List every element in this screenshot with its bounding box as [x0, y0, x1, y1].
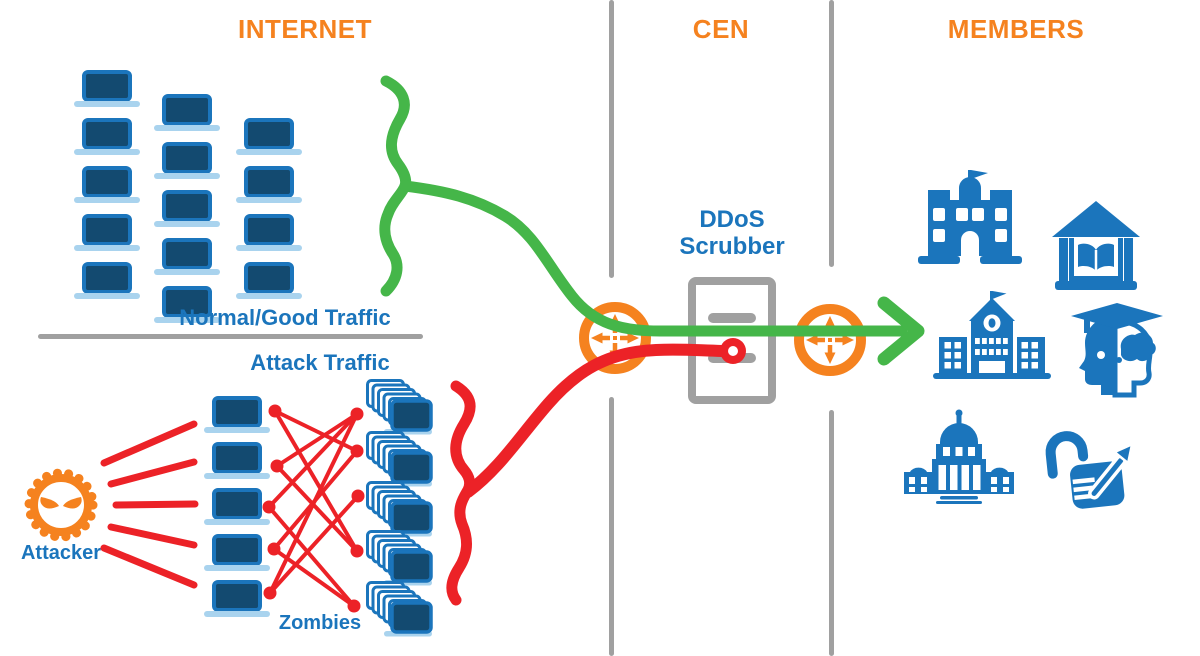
laptop-icon [236, 262, 302, 300]
attacker-left-eye [40, 497, 59, 509]
laptop-icon [154, 94, 220, 132]
school-building-icon [918, 170, 1022, 264]
zone-title-internet: INTERNET [238, 14, 372, 44]
divider-cen-members-top [829, 0, 834, 267]
router-icon-member-edge [799, 309, 861, 371]
attacker-icon [24, 468, 98, 542]
capitol-building-icon [904, 409, 1014, 504]
laptop-icon [74, 214, 140, 252]
laptop-icon [204, 580, 270, 618]
unlocked-padlock-icon [1045, 431, 1133, 509]
laptop-icon [74, 262, 140, 300]
laptop-icon [204, 442, 270, 480]
botnet-mesh-nodes [262, 404, 365, 613]
divider-cen-members-bottom [829, 410, 834, 656]
attack-traffic-line [462, 343, 728, 498]
divider-internet-cen-bottom [609, 397, 614, 656]
laptop-icon [154, 190, 220, 228]
laptop-icon [74, 166, 140, 204]
attacker-command-lines [100, 420, 199, 589]
scrubber-slot [708, 313, 756, 323]
laptop-icon [236, 166, 302, 204]
traffic-separator-line [38, 334, 423, 339]
zombies-label: Zombies [278, 612, 362, 634]
good-traffic-arrowhead [877, 296, 925, 366]
normal-traffic-label: Normal/Good Traffic [179, 305, 391, 330]
attack-traffic-label: Attack Traffic [250, 350, 390, 375]
laptop-icon [74, 118, 140, 156]
good-traffic-line [399, 180, 908, 337]
attacker-right-eye [63, 497, 82, 509]
laptop-icon [204, 396, 270, 434]
zone-title-members: MEMBERS [947, 14, 1085, 44]
laptop-icon [154, 286, 220, 324]
laptop-icon [236, 214, 302, 252]
library-icon [1052, 201, 1140, 290]
ddos-scrubber-label: DDoS Scrubber [679, 206, 785, 260]
laptop-icon [204, 488, 270, 526]
laptop-icon [74, 70, 140, 108]
attacker-label: Attacker [20, 542, 102, 564]
laptop-icon [236, 118, 302, 156]
zone-title-cen: CEN [692, 14, 750, 44]
divider-internet-cen-top [609, 0, 614, 278]
education-head-icon [1071, 303, 1163, 398]
high-school-icon [933, 291, 1051, 379]
laptop-icon [154, 238, 220, 276]
laptop-icon [204, 534, 270, 572]
laptop-icon [154, 142, 220, 180]
botnet-mesh-lines [267, 409, 360, 608]
